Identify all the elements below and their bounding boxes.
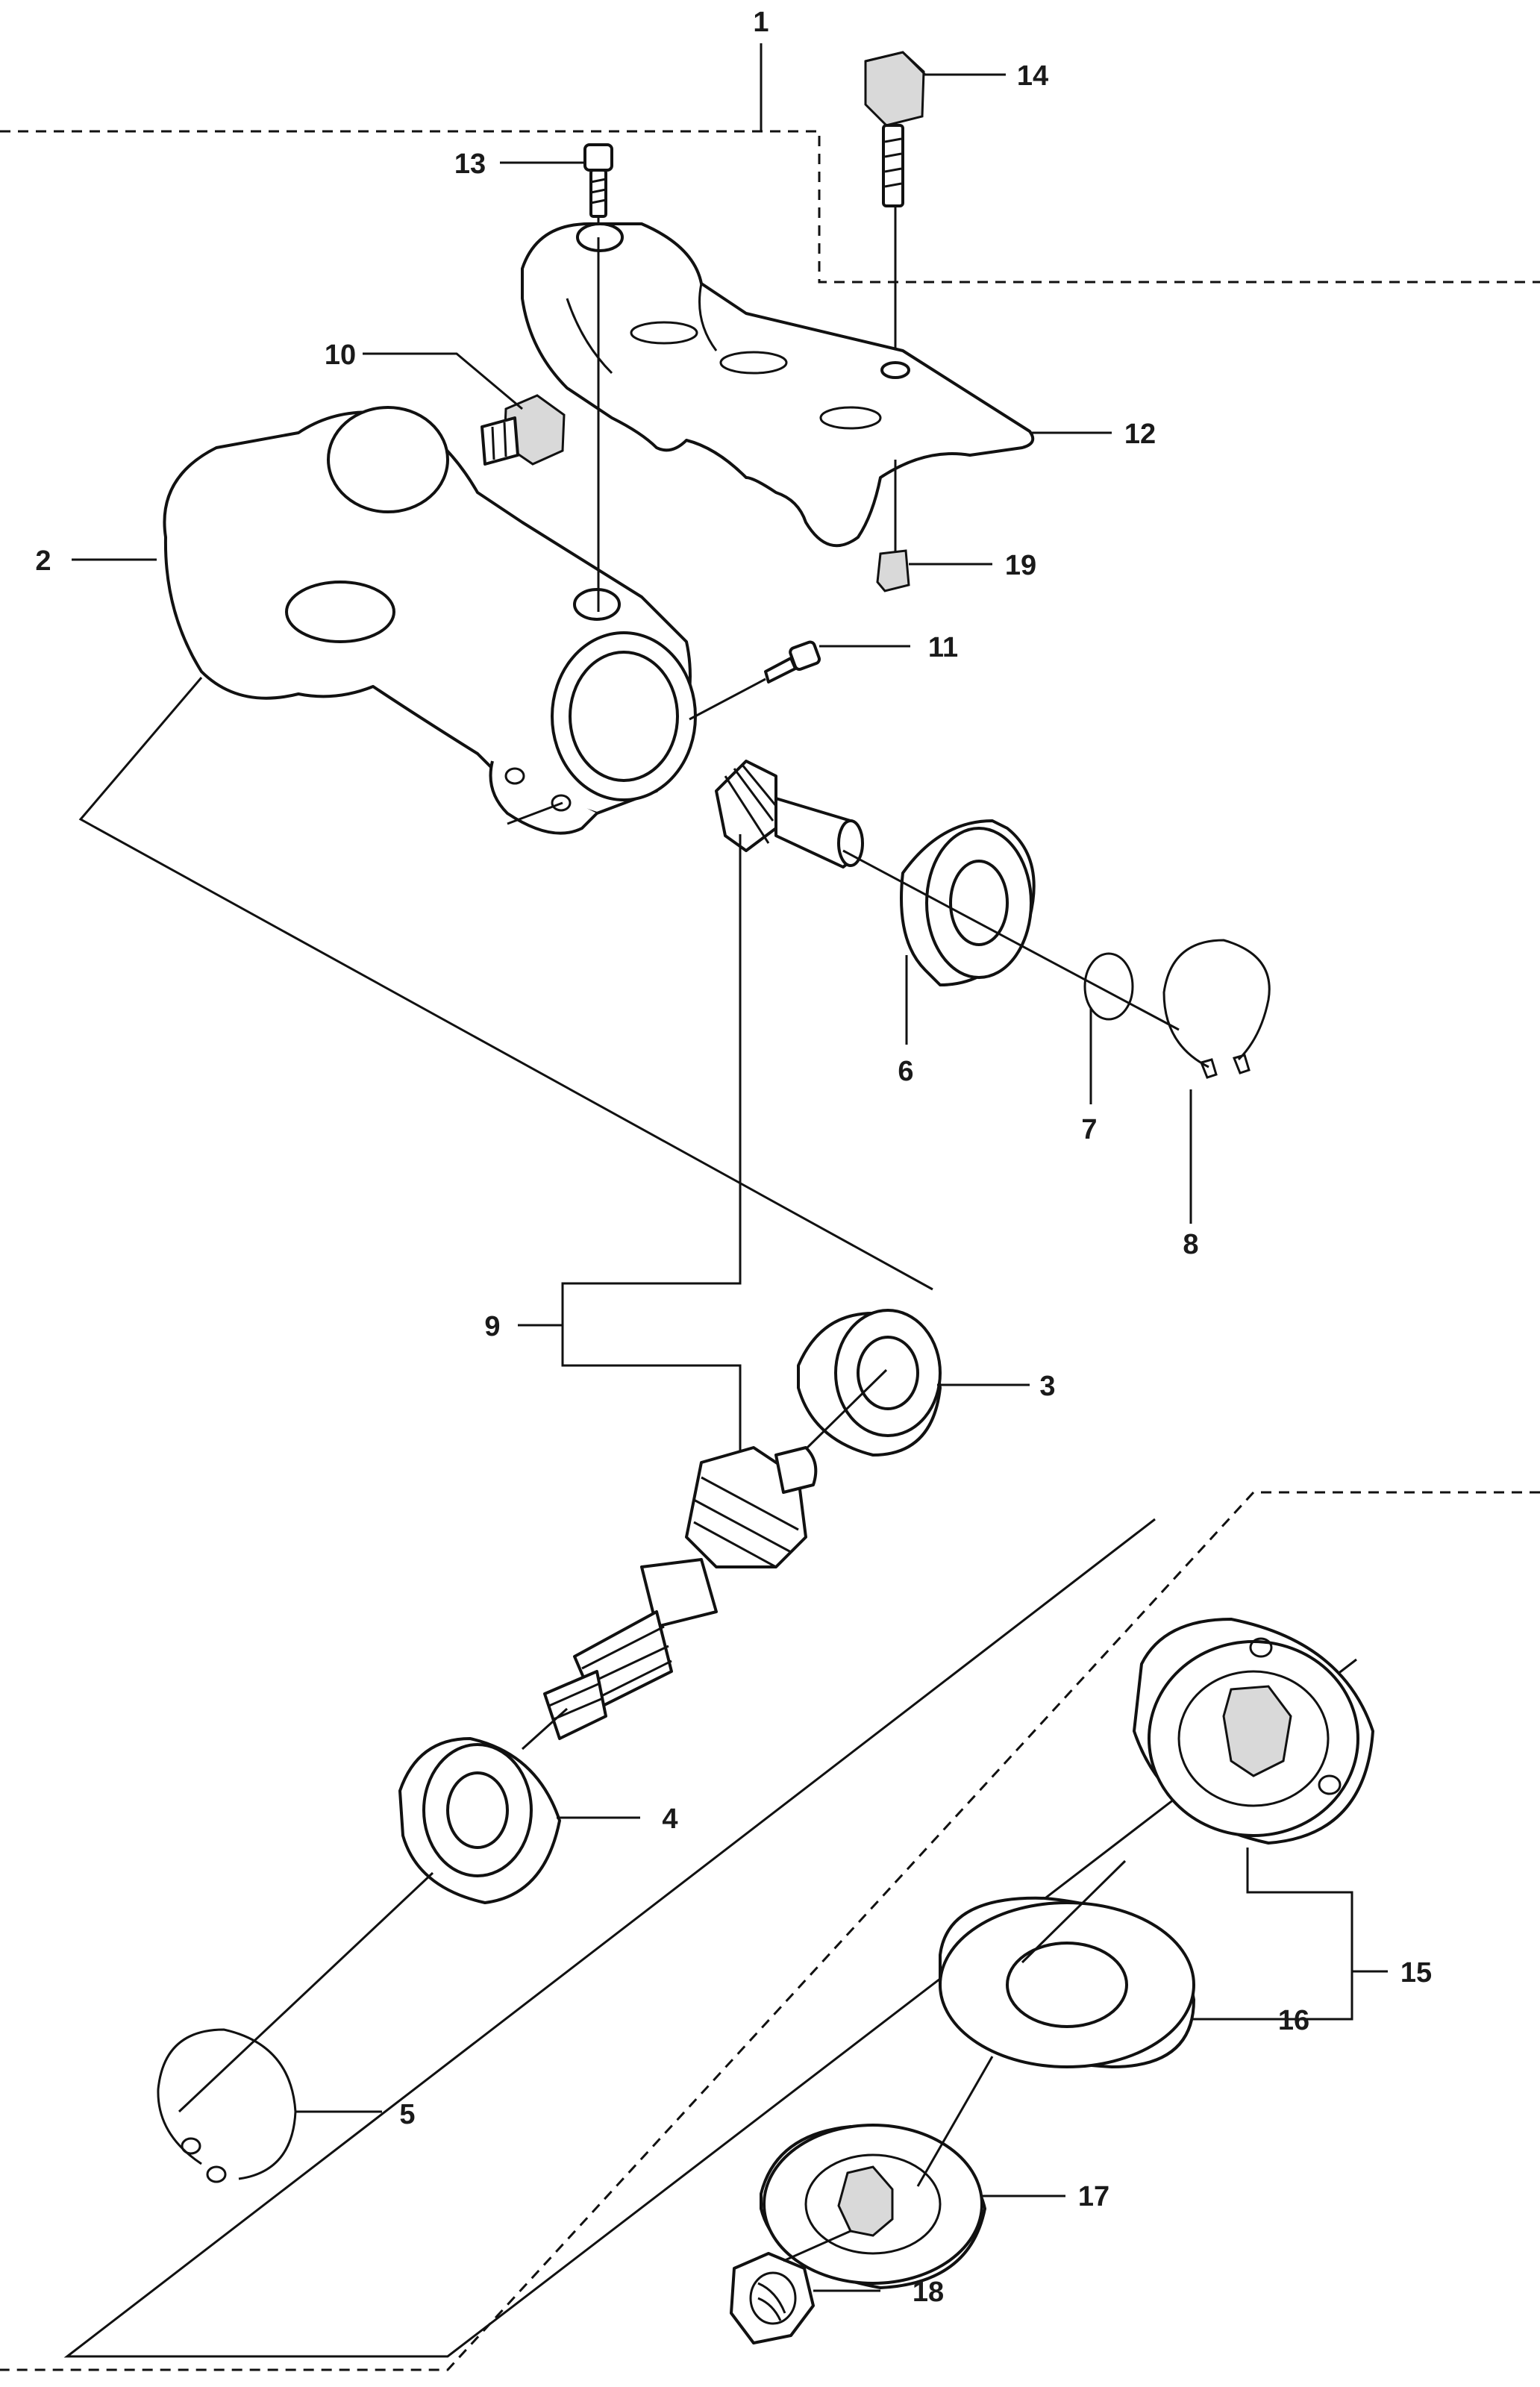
callout-12: 12 [1124,419,1156,450]
handle-clamp-part [521,222,1035,548]
leader-10 [363,352,523,410]
ball-bearing-lower-part [178,1707,640,2113]
nut-part [876,460,910,592]
callout-5: 5 [399,2099,415,2130]
callout-18: 18 [913,2277,944,2308]
assembly-1-boundary [0,130,1540,284]
callout-17: 17 [1078,2181,1109,2212]
thrust-sleeve-part [760,2056,1065,2289]
callout-7: 7 [1081,1114,1097,1145]
adjusting-screw-part [864,51,927,364]
callout-16: 16 [1278,2005,1309,2036]
lock-nut-part [730,2230,880,2344]
screw-part [689,640,821,721]
plug-screw-part [481,394,566,466]
callout-15: 15 [1400,1957,1432,1989]
lower-assembly-frame [63,1518,1357,2358]
callout-2: 2 [35,545,51,577]
ball-bearing-upper-part [797,1309,1030,1457]
support-flange-part [1133,1618,1374,1845]
bevel-gear-shaft-part [543,1368,888,1740]
large-circlip-part [1162,939,1271,1224]
needle-bearing-part [842,819,1180,1045]
callout-8: 8 [1183,1229,1198,1260]
callout-14: 14 [1017,60,1048,92]
callout-9: 9 [484,1311,500,1342]
pinion-gear-part [715,760,864,869]
dust-guard-part [939,1859,1268,2068]
callout-11: 11 [928,632,958,663]
gear-housing-part [163,237,697,835]
part-9-bracket [518,834,742,1462]
assembly-15-boundary [0,1491,1540,2371]
callout-1: 1 [753,7,769,38]
callout-3: 3 [1039,1371,1055,1402]
callout-4: 4 [662,1803,677,1835]
small-circlip-part [1083,952,1134,1104]
callout-13: 13 [454,148,486,180]
callout-19: 19 [1005,550,1036,581]
gear-assembly-frame [78,677,933,1291]
callout-6: 6 [898,1056,913,1087]
circlip-lower-part [157,2028,382,2183]
part-15-bracket [1191,1848,1388,2021]
callout-10: 10 [325,340,356,371]
